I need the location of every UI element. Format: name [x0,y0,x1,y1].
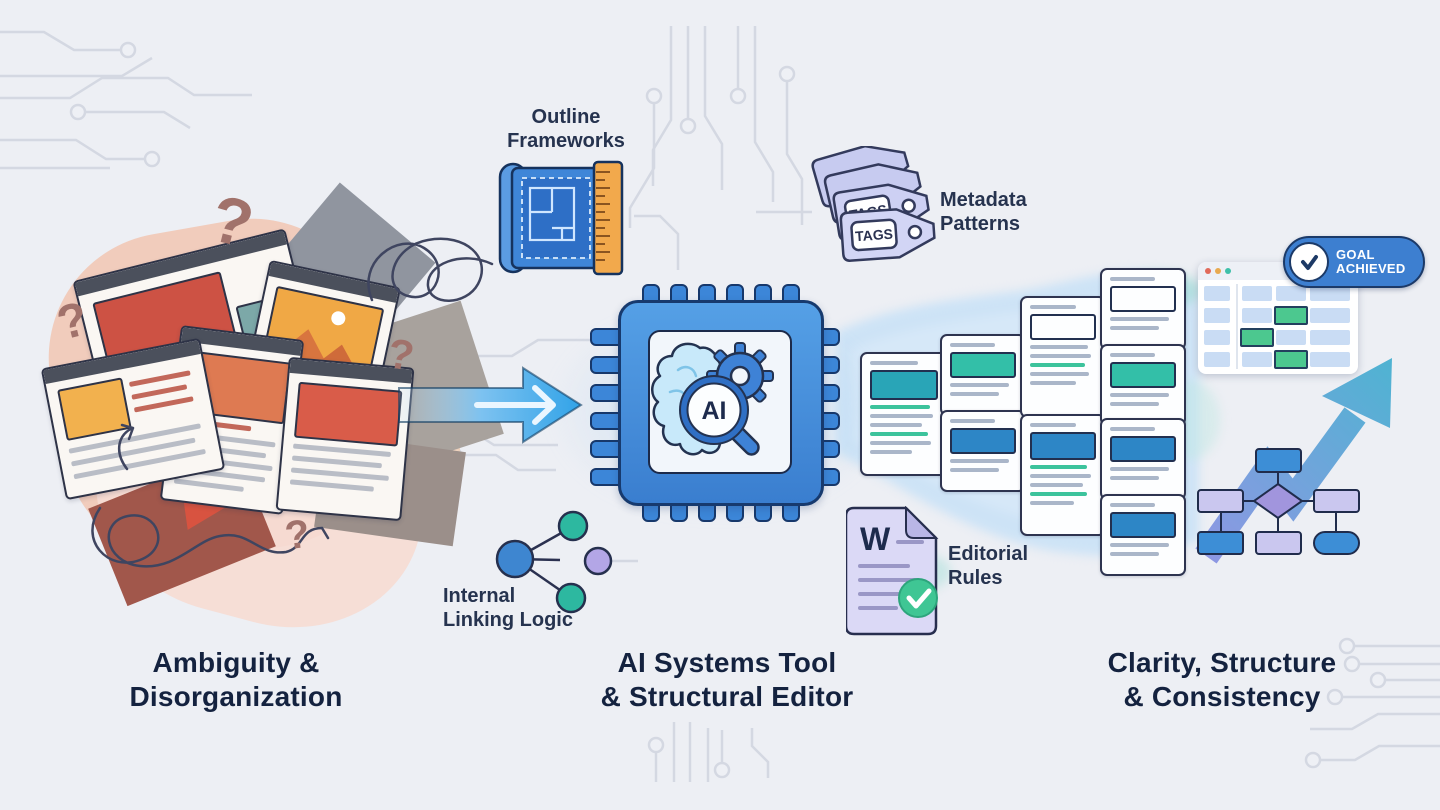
badge-label: GOAL ACHIEVED [1336,246,1406,276]
check-icon [1301,255,1318,270]
window-dot-red [1205,268,1211,274]
stage-label-center: AI Systems Tool & Structural Editor [600,647,854,712]
planner-divider [1236,284,1238,369]
ai-lens-label: AI [702,397,727,425]
structured-doc-card [1100,344,1186,426]
planner-highlight-cell [1274,350,1308,369]
structured-doc-card [1100,268,1186,350]
check-circle-icon [898,578,938,618]
doc-letter: W [860,521,891,557]
structured-doc-card [1020,414,1106,536]
stage-label-left: Ambiguity & Disorganization [129,647,343,712]
flowchart-icon [1197,448,1360,555]
structured-doc-card [1100,494,1186,576]
blueprint-icon [498,160,624,276]
structured-doc-card [1100,418,1186,500]
stage-label-right: Clarity, Structure & Consistency [1107,647,1337,712]
chip-artwork: AI [651,342,774,456]
ai-magnifier-icon: AI [679,375,760,456]
window-dot-amber [1215,268,1221,274]
planner-highlight-cell [1274,306,1308,325]
editorial-doc-icon: W [846,506,939,636]
planner-highlight-cell [1240,328,1274,347]
goal-achieved-badge: GOAL ACHIEVED [1283,236,1425,288]
tags-icon: TAGS TAGS [811,146,936,262]
ai-chip: AI [560,250,890,560]
check-circle [1289,242,1329,282]
structured-doc-card [860,352,948,476]
internal-linking-label: Internal Linking Logic [443,585,573,631]
editorial-rules-label: Editorial Rules [948,543,1029,589]
window-dot-teal [1225,268,1231,274]
linking-nodes-icon [495,510,638,614]
metadata-patterns-label: Metadata Patterns [940,189,1027,235]
outline-frameworks-label: Outline Frameworks [507,106,625,152]
transform-arrow [398,366,583,444]
structured-doc-card [1020,296,1106,418]
tag-label: TAGS [855,226,894,245]
